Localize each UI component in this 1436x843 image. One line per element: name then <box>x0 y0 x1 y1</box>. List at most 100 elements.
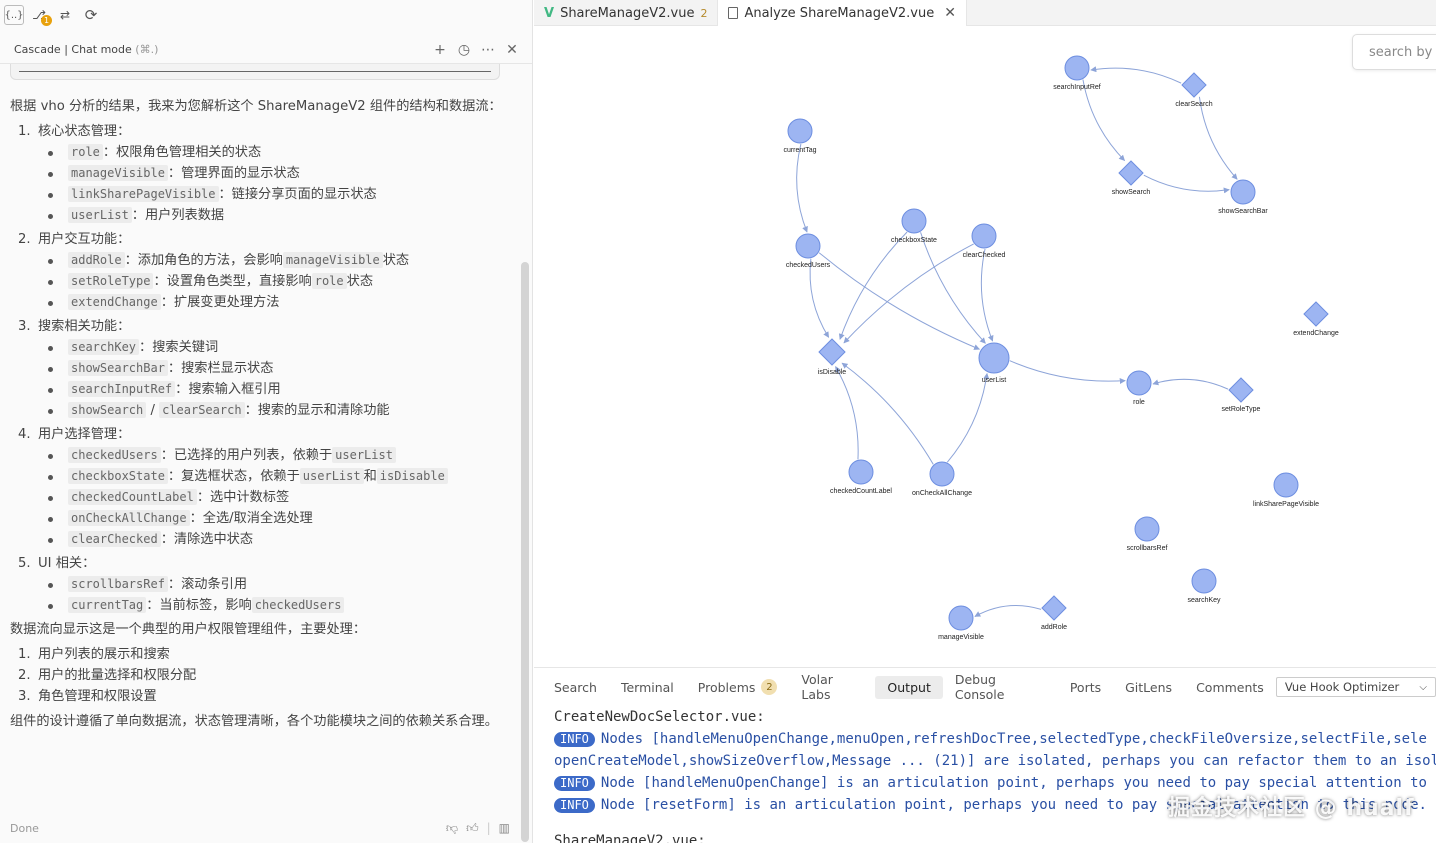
node-circle-shape[interactable] <box>1064 55 1090 81</box>
graph-edge[interactable] <box>841 362 934 465</box>
tab-search[interactable]: Search <box>542 676 609 699</box>
graph-node[interactable]: checkedCountLabel <box>830 459 892 495</box>
graph-edge[interactable] <box>946 372 990 463</box>
node-circle-shape[interactable] <box>929 461 955 487</box>
graph-node[interactable]: role <box>1126 370 1152 406</box>
close-tab-icon[interactable]: ✕ <box>944 5 956 21</box>
item-text: ：搜索输入框引用 <box>175 382 281 397</box>
info-badge: INFO <box>554 776 595 791</box>
graph-edge[interactable] <box>974 605 1042 617</box>
graph-node[interactable]: addRole <box>1041 595 1067 631</box>
node-label: currentTag <box>783 147 816 154</box>
chat-scrollbar[interactable] <box>521 262 529 842</box>
log-text: Node [handleMenuOpenChange] is an articu… <box>600 775 1427 791</box>
graph-edge[interactable] <box>838 231 908 340</box>
graph-edge[interactable] <box>1082 79 1126 161</box>
graph-search-input[interactable]: search by r <box>1352 34 1436 70</box>
node-diamond-shape[interactable] <box>1303 301 1329 327</box>
graph-node[interactable]: linkSharePageVisible <box>1253 472 1319 508</box>
tab-comments[interactable]: Comments <box>1184 676 1276 699</box>
chat-footer: Done 👎︎ 👍︎ | ▥ <box>0 818 520 838</box>
graph-edge[interactable] <box>1198 96 1238 180</box>
new-chat-icon[interactable]: + <box>434 41 446 58</box>
tab-gitlens[interactable]: GitLens <box>1113 676 1184 699</box>
list-item: checkedCountLabel：选中计数标签 <box>46 487 504 508</box>
node-circle-shape[interactable] <box>1191 568 1217 594</box>
list-item: manageVisible：管理界面的显示状态 <box>46 163 504 184</box>
thumbs-down-icon[interactable]: 👎︎ <box>445 820 459 835</box>
code-token: userList <box>332 447 396 463</box>
history-icon[interactable]: ◷ <box>457 41 471 58</box>
node-circle-shape[interactable] <box>1230 179 1256 205</box>
graph-node[interactable]: showSearch <box>1112 160 1151 196</box>
graph-edge[interactable] <box>835 366 859 460</box>
thumbs-up-icon[interactable]: 👍︎ <box>466 820 479 835</box>
graph-node[interactable]: clearChecked <box>963 223 1006 259</box>
node-diamond-shape[interactable] <box>1041 595 1067 621</box>
graph-edge[interactable] <box>843 243 974 344</box>
graph-node[interactable]: manageVisible <box>938 605 984 641</box>
graph-edge[interactable] <box>1152 378 1229 390</box>
graph-node[interactable]: searchInputRef <box>1053 55 1101 91</box>
tab-debug-console[interactable]: Debug Console <box>943 668 1058 706</box>
graph-node[interactable]: onCheckAllChange <box>912 461 972 497</box>
stats-icon[interactable]: ▥ <box>498 820 510 835</box>
node-circle-shape[interactable] <box>787 118 813 144</box>
output-channel-select[interactable]: Vue Hook Optimizer ⌵ <box>1275 677 1436 697</box>
graph-edge[interactable] <box>980 248 994 342</box>
graph-edge[interactable] <box>1090 66 1182 84</box>
graph-edge[interactable] <box>1143 174 1230 194</box>
graph-node[interactable]: extendChange <box>1293 301 1339 337</box>
graph-edge[interactable] <box>1009 360 1126 384</box>
code-token: showSearchBar <box>68 360 168 376</box>
graph-edge[interactable] <box>796 143 808 233</box>
node-circle-shape[interactable] <box>1126 370 1152 396</box>
close-icon[interactable]: ✕ <box>506 41 518 58</box>
graph-canvas[interactable]: searchInputRef clearSearch showSearch showS… <box>534 27 1436 667</box>
source-control-icon[interactable]: ⎇1 <box>28 4 52 26</box>
log-text: ShareManageV2.vue: <box>554 833 706 843</box>
tab-volar-labs[interactable]: Volar Labs <box>789 668 875 706</box>
refresh-icon[interactable]: ⟳ <box>80 4 102 26</box>
graph-edge[interactable] <box>920 232 986 344</box>
section-number: 5. <box>18 556 31 571</box>
graph-node[interactable]: isDisable <box>818 338 847 376</box>
tab-output[interactable]: Output <box>875 675 943 699</box>
graph-node[interactable]: checkedUsers <box>786 233 831 269</box>
graph-node[interactable]: setRoleType <box>1222 377 1261 413</box>
graph-node[interactable]: searchKey <box>1187 568 1221 604</box>
node-diamond-shape[interactable] <box>1228 377 1254 403</box>
tab-sharemanagev2-vue[interactable]: V ShareManageV2.vue 2 <box>534 0 719 26</box>
node-circle-shape[interactable] <box>978 342 1010 374</box>
graph-node[interactable]: scrollbarsRef <box>1127 516 1168 552</box>
tab-analyze-sharemanagev2[interactable]: Analyze ShareManageV2.vue ✕ <box>718 0 967 26</box>
node-circle-shape[interactable] <box>948 605 974 631</box>
dependency-graph[interactable]: searchInputRef clearSearch showSearch showS… <box>534 27 1436 667</box>
node-circle-shape[interactable] <box>795 233 821 259</box>
chat-title: Cascade | Chat mode (⌘.) <box>14 43 158 56</box>
node-diamond-shape[interactable] <box>1181 72 1207 98</box>
graph-edge[interactable] <box>809 258 830 338</box>
braces-icon[interactable]: {..} <box>4 5 24 25</box>
node-diamond-shape[interactable] <box>1118 160 1144 186</box>
node-circle-shape[interactable] <box>1273 472 1299 498</box>
flow-text: 用户列表的展示和搜索 <box>38 647 170 662</box>
graph-node[interactable]: currentTag <box>783 118 817 154</box>
graph-edge[interactable] <box>818 252 980 350</box>
tab-terminal[interactable]: Terminal <box>609 676 686 699</box>
graph-node[interactable]: userList <box>978 342 1010 384</box>
branch-compare-icon[interactable]: ⇄ <box>54 4 76 26</box>
node-circle-shape[interactable] <box>901 208 927 234</box>
item-text: ：搜索的显示和清除功能 <box>244 403 390 418</box>
node-diamond-shape[interactable] <box>818 338 846 366</box>
graph-node[interactable]: clearSearch <box>1175 72 1213 108</box>
node-circle-shape[interactable] <box>971 223 997 249</box>
node-circle-shape[interactable] <box>848 459 874 485</box>
tab-ports[interactable]: Ports <box>1058 676 1113 699</box>
graph-node[interactable]: showSearchBar <box>1218 179 1268 215</box>
node-circle-shape[interactable] <box>1134 516 1160 542</box>
graph-node[interactable]: checkboxState <box>891 208 937 244</box>
more-icon[interactable]: ⋯ <box>481 41 495 58</box>
